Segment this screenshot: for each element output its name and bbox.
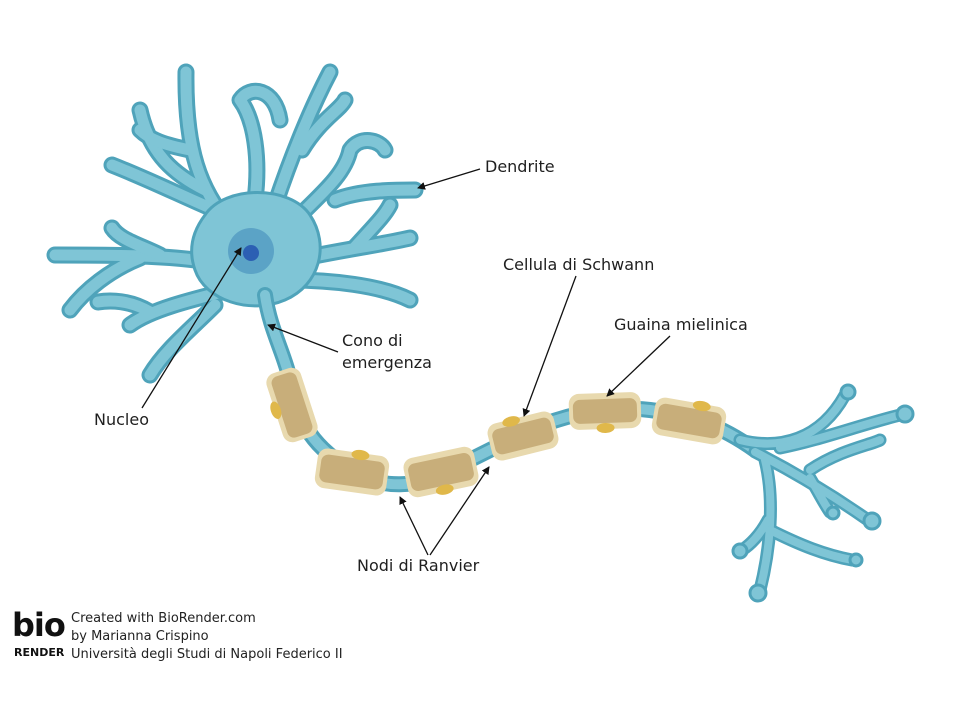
credit-line-author: by Marianna Crispino xyxy=(71,629,209,644)
leader-lines xyxy=(141,168,671,556)
label-nucleus: Nucleo xyxy=(94,410,149,429)
schwann-cell xyxy=(403,446,479,498)
credit-text: Created with BioRender.com by Marianna C… xyxy=(71,610,343,664)
arrow-dendrite xyxy=(417,168,481,190)
schwann-cell xyxy=(487,411,559,461)
schwann-cell xyxy=(651,397,727,445)
myelin-sheath xyxy=(266,367,727,498)
label-axon-hillock-line1: Cono di xyxy=(342,331,403,350)
nucleus xyxy=(228,228,274,274)
label-axon-hillock: Cono di emergenza xyxy=(342,330,432,374)
arrow-cono xyxy=(267,323,339,353)
arrow-schwann xyxy=(522,275,577,417)
label-schwann-cell: Cellula di Schwann xyxy=(503,255,655,274)
label-dendrite: Dendrite xyxy=(485,157,555,176)
schwann-cell xyxy=(568,392,642,433)
logo-text-render: RENDER xyxy=(14,646,65,659)
arrow-guaina xyxy=(606,335,671,397)
schwann-cell xyxy=(266,367,318,443)
logo-text-bio: bio xyxy=(12,606,66,644)
arrow-nucleo xyxy=(141,247,242,409)
schwann-cell xyxy=(314,448,390,496)
biorender-logo: bio RENDER xyxy=(12,606,68,660)
arrow-nodo-1 xyxy=(399,496,429,556)
label-nodes-of-ranvier: Nodi di Ranvier xyxy=(357,556,480,575)
label-myelin-sheath: Guaina mielinica xyxy=(614,315,748,334)
credit-line-university: Università degli Studi di Napoli Federic… xyxy=(71,647,343,662)
arrow-nodo-2 xyxy=(429,466,490,556)
label-axon-hillock-line2: emergenza xyxy=(342,353,432,372)
axon-terminals xyxy=(731,383,915,603)
credit-line-created: Created with BioRender.com xyxy=(71,611,256,626)
